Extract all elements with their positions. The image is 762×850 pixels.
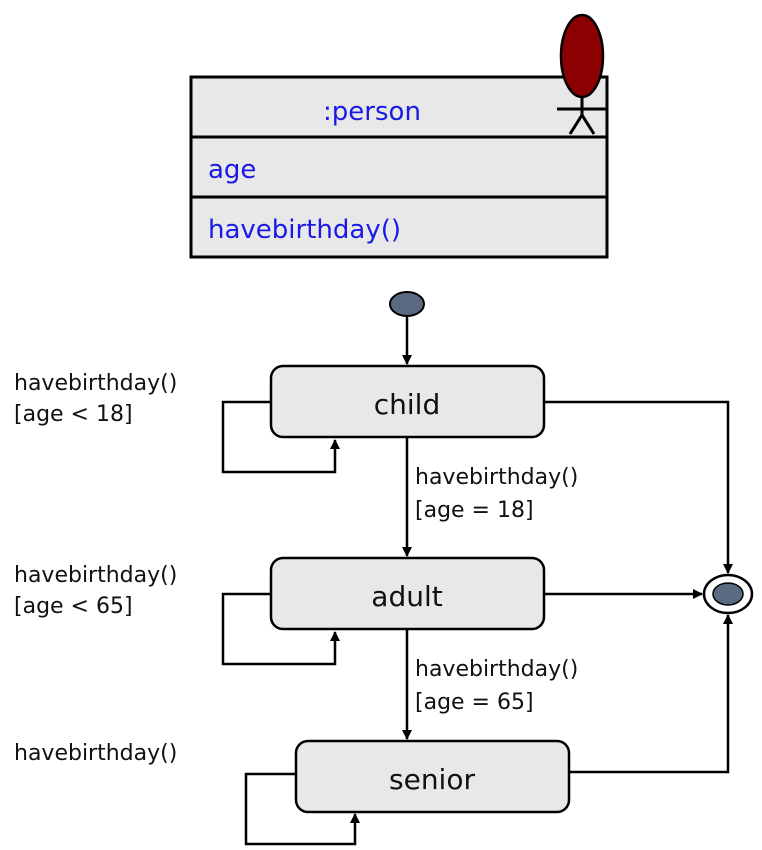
class-box: :person age havebirthday() <box>189 75 609 259</box>
child-self-guard: [age < 18] <box>14 402 133 427</box>
operation-compartment <box>189 195 609 259</box>
child-to-final-arrow <box>544 400 733 574</box>
senior-to-final-arrow <box>569 614 733 774</box>
state-child-label: child <box>374 388 440 421</box>
initial-state-icon <box>389 291 425 317</box>
adult-to-senior-event: havebirthday() <box>415 657 578 682</box>
senior-self-loop-arrow <box>244 772 360 846</box>
child-to-adult-event: havebirthday() <box>415 465 578 490</box>
state-adult-label: adult <box>371 580 442 613</box>
state-senior <box>294 739 571 814</box>
adult-self-event: havebirthday() <box>14 563 177 588</box>
senior-self-event: havebirthday() <box>14 741 177 766</box>
final-state-icon <box>702 573 754 615</box>
attribute-compartment <box>189 135 609 199</box>
class-name-compartment <box>189 75 609 139</box>
state-senior-label: senior <box>389 763 475 796</box>
child-self-event: havebirthday() <box>14 371 177 396</box>
adult-to-senior-guard: [age = 65] <box>415 690 534 715</box>
child-to-adult-guard: [age = 18] <box>415 498 534 523</box>
class-name: :person <box>323 97 421 127</box>
adult-self-guard: [age < 65] <box>14 594 133 619</box>
adult-self-loop-arrow <box>221 592 340 666</box>
child-self-loop-arrow <box>221 400 340 474</box>
class-attribute: age <box>208 155 256 185</box>
class-operation: havebirthday() <box>208 215 401 245</box>
actor-icon <box>557 13 607 135</box>
